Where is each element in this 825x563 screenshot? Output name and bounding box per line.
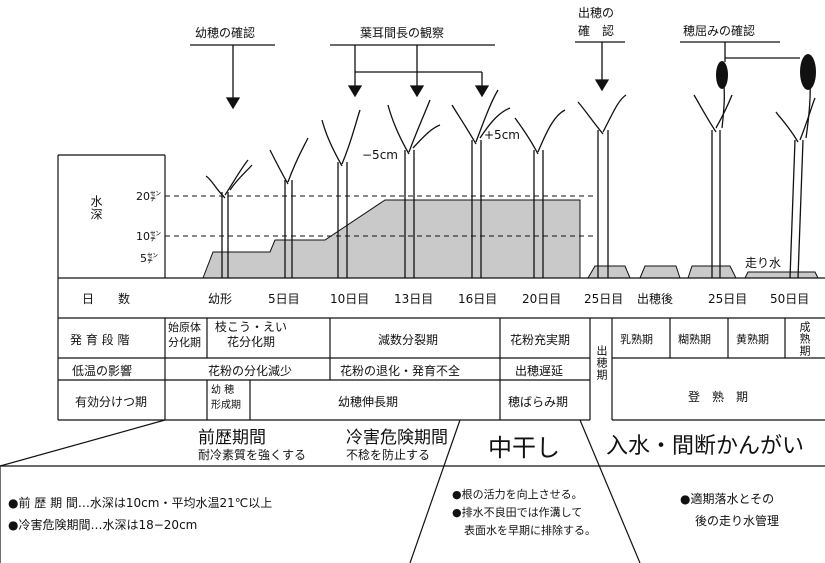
danger-phase-sub: 不稔を防止する — [346, 448, 431, 462]
day-label: 50日目 — [770, 292, 810, 306]
heading-label-line2: 確 認 — [578, 24, 615, 38]
danger-phase-title: 冷害危険期間 — [346, 428, 448, 448]
midseason-drainage-label: 中干し — [488, 434, 560, 462]
leaf-ear-label: 葉耳間長の観察 — [360, 26, 445, 40]
mid-note-3: 表面水を早期に排除する。 — [464, 524, 596, 537]
low-temp-cell: 花粉の退化・発育不全 — [340, 364, 461, 378]
heading-label-line1: 出穂の — [578, 6, 615, 20]
growth-cell: 糊熟期 — [678, 333, 711, 346]
irrigation-label: 入水・間断かんがい — [606, 434, 805, 459]
tiller-cell: 登 熟 期 — [688, 390, 749, 404]
rice-plants — [205, 64, 816, 279]
irrigation-note-1: ●適期落水とその — [680, 492, 775, 506]
danger-note: ●冷害危険期間…水深は18−20cm — [8, 518, 198, 532]
growth-row-header: 発 育 段 階 — [70, 333, 130, 347]
early-phase-title: 前歴期間 — [198, 428, 266, 448]
early-phase-sub: 耐冷素質を強くする — [198, 448, 307, 462]
day-label: 10日目 — [330, 292, 370, 306]
growth-cell: 枝こう・えい 花分化期 — [215, 320, 288, 349]
running-water-label: 走り水 — [745, 256, 782, 270]
day-label: 25日目 — [708, 292, 748, 306]
tiller-row-header: 有効分けつ期 — [75, 395, 148, 409]
stage-table-grid — [0, 154, 825, 563]
young-panicle-label: 幼穂の確認 — [195, 26, 256, 40]
water-depth-label: 水深 — [89, 195, 103, 221]
minus-5cm-note: −5cm — [362, 148, 398, 162]
early-note: ●前 歴 期 間…水深は10cm・平均水温21℃以上 — [8, 496, 273, 510]
water-depth-shading — [202, 199, 819, 279]
growth-cell: 始原体 分化期 — [168, 321, 201, 349]
growth-cell: 成熟期 — [798, 321, 811, 357]
low-temp-cell: 花粉の分化減少 — [208, 364, 293, 378]
growth-cell: 黄熟期 — [736, 333, 769, 346]
grain-heads — [716, 54, 816, 90]
day-label: 16日目 — [458, 292, 498, 306]
tiller-cell: 幼穂伸長期 — [338, 395, 399, 409]
water-level-5: 5㌢ — [140, 252, 158, 265]
days-row-header: 日 数 — [82, 292, 131, 306]
day-label: 13日目 — [394, 292, 434, 306]
day-label: 25日目 — [584, 292, 624, 306]
tiller-cell: 幼 穂 形成期 — [211, 385, 241, 411]
growth-cell: 花粉充実期 — [510, 333, 571, 347]
mid-note-1: ●根の活力を向上させる。 — [452, 488, 583, 501]
low-temp-cell: 出穂遅延 — [515, 364, 564, 378]
tiller-cell: 穂ばらみ期 — [508, 395, 569, 409]
top-arrows — [190, 41, 800, 110]
irrigation-note-2: 後の走り水管理 — [695, 514, 780, 528]
growth-cell: 減数分裂期 — [378, 333, 439, 347]
heading-period-label: 出穂期 — [595, 345, 608, 381]
growth-cell: 乳熟期 — [620, 333, 653, 346]
low-temp-row-header: 低温の影響 — [72, 364, 133, 378]
ear-droop-label: 穂屈みの確認 — [683, 24, 756, 38]
mid-note-2: ●排水不良田では作溝して — [452, 506, 583, 519]
water-level-20: 20㌢ — [136, 190, 161, 203]
day-label: 5日目 — [268, 292, 300, 306]
day-label: 幼形 — [208, 292, 233, 306]
water-level-10: 10㌢ — [136, 230, 161, 243]
day-label: 20日目 — [522, 292, 562, 306]
plus-5cm-note: +5cm — [484, 128, 520, 142]
day-label: 出穂後 — [637, 292, 674, 306]
